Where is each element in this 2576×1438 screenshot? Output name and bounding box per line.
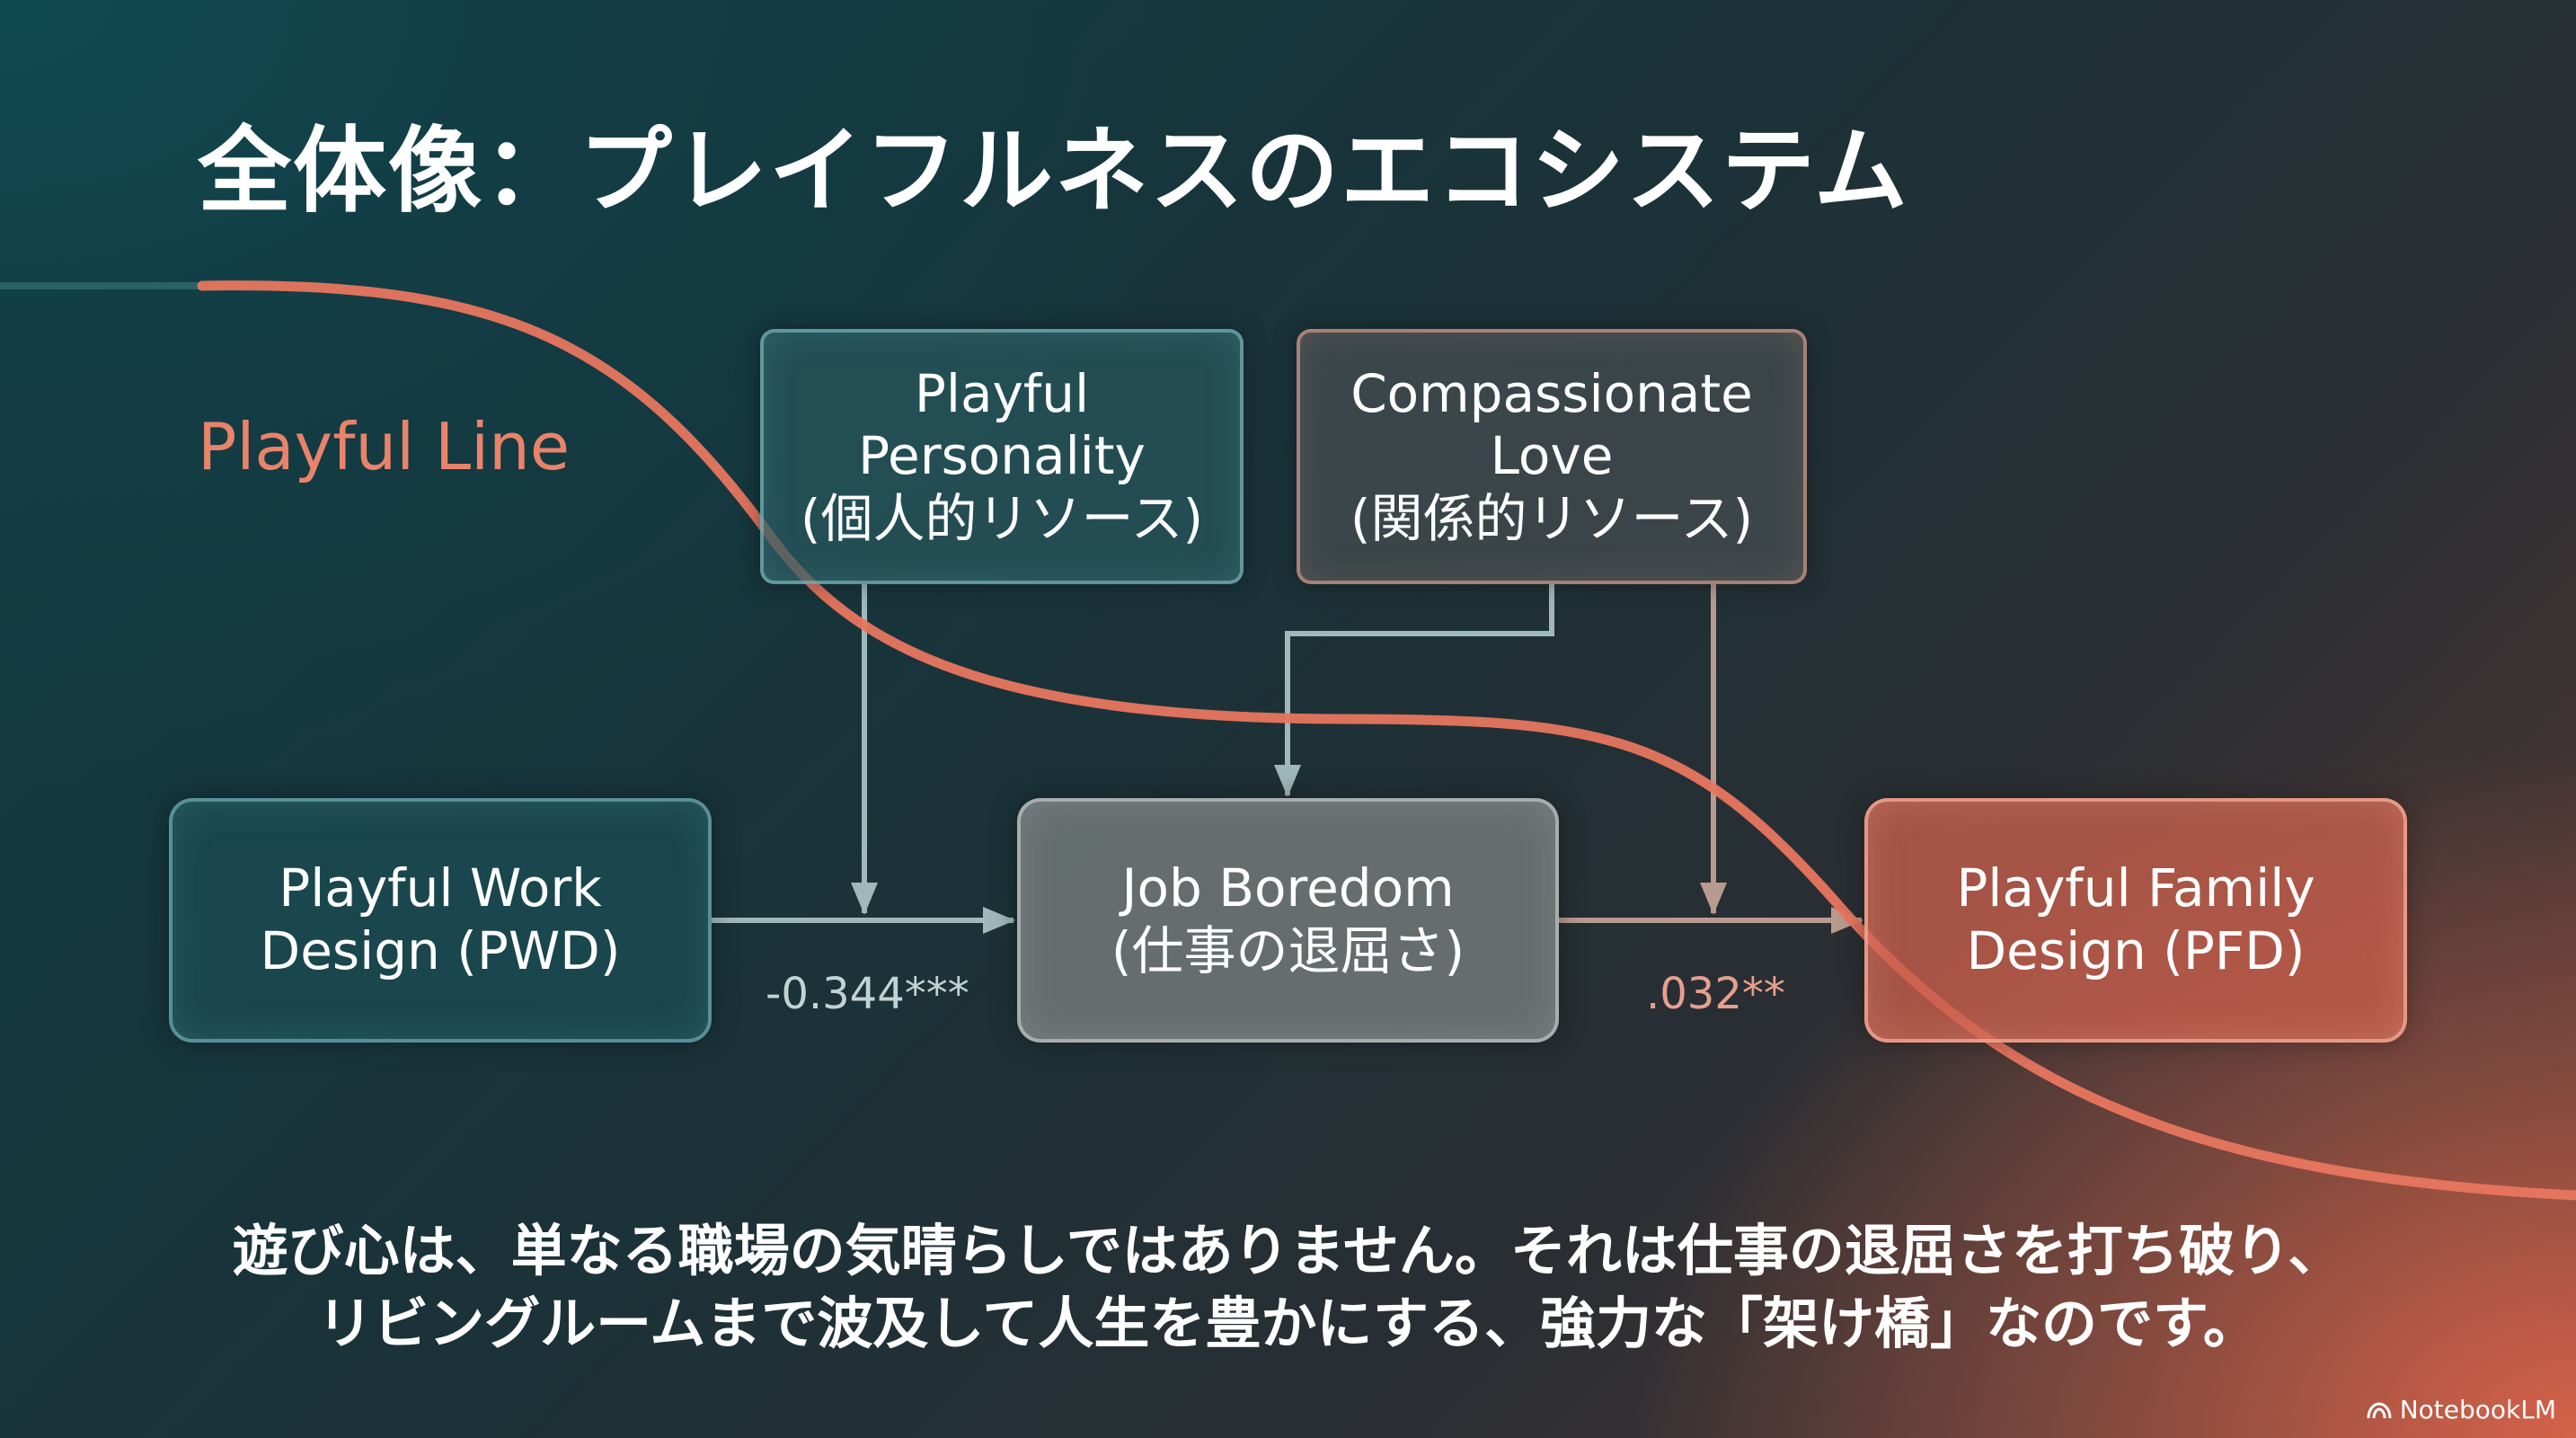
coefficient-pwd-to-boredom: -0.344*** [766,969,969,1019]
caption-line2: リビングルームまで波及して人生を豊かにする、強力な「架け橋」なのです。 [317,1290,2259,1356]
compassionate-love-node: Compassionate Love (関係的リソース) [1297,329,1807,584]
compassionate-love-line1: Compassionate [1350,362,1753,424]
caption-line1: 遊び心は、単なる職場の気晴らしではありません。それは仕事の退屈さを打ち破り、 [232,1218,2344,1283]
coefficient-boredom-to-pfd: .032** [1646,969,1785,1019]
playful-line-curve [197,280,2576,1201]
playful-personality-node: Playful Personality (個人的リソース) [760,329,1244,584]
playful-family-design-line2: Design (PFD) [1966,920,2306,981]
playful-personality-line1: Playful [914,362,1090,424]
compassionate-love-line2: Love [1490,425,1614,487]
job-boredom-node: Job Boredom (仕事の退屈さ) [1017,798,1559,1043]
playful-work-design-node: Playful Work Design (PWD) [169,798,712,1043]
playful-line-label: Playful Line [198,409,571,484]
page-title: 全体像：プレイフルネスのエコシステム [198,116,1909,226]
playful-work-design-line1: Playful Work [279,857,602,919]
notebooklm-logo-icon [2367,1401,2392,1418]
job-boredom-line2: (仕事の退屈さ) [1111,920,1465,981]
playful-work-design-line2: Design (PWD) [260,920,621,981]
playful-family-design-line1: Playful Family [1956,857,2315,919]
arrow-love-to-boredom [1274,584,1554,797]
playful-personality-line3: (個人的リソース) [800,487,1204,549]
job-boredom-line1: Job Boredom [1121,857,1455,919]
brand-name: NotebookLM [2399,1395,2556,1425]
brand-watermark: NotebookLM [2366,1395,2556,1425]
compassionate-love-line3: (関係的リソース) [1350,487,1754,549]
caption: 遊び心は、単なる職場の気晴らしではありません。それは仕事の退屈さを打ち破り、 リ… [0,1215,2576,1360]
playful-personality-line2: Personality [858,425,1146,487]
playful-family-design-node: Playful Family Design (PFD) [1864,798,2407,1043]
